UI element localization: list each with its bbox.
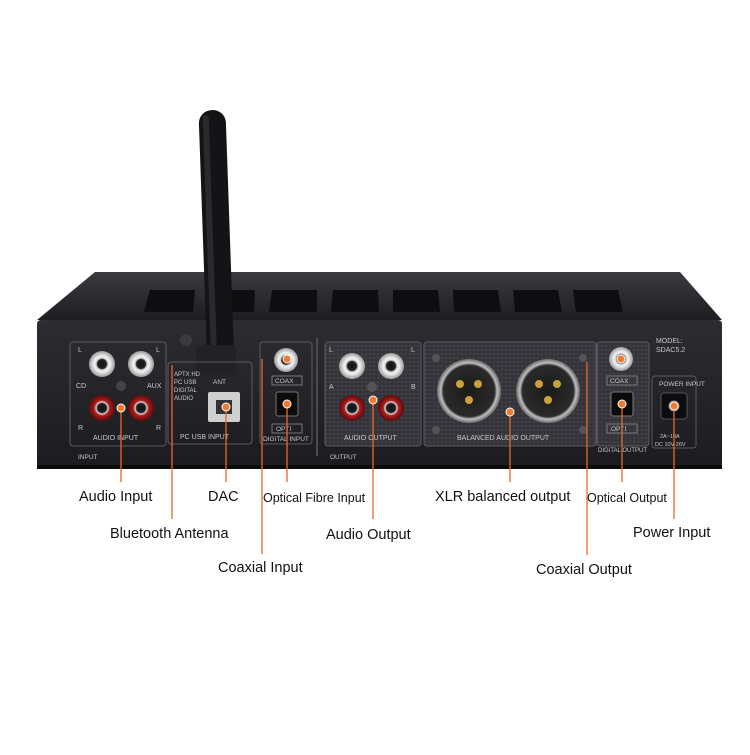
jack-l-label: L xyxy=(78,347,82,354)
balanced-output-panel-label: BALANCED AUDIO OUTPUT xyxy=(457,435,550,442)
out-a-label: A xyxy=(329,384,334,391)
callout-dac: DAC xyxy=(208,489,239,505)
ant-label: ANT xyxy=(213,379,226,386)
balanced-output-section: BALANCED AUDIO OUTPUT xyxy=(423,341,597,447)
coax-input-label: COAX xyxy=(275,378,294,385)
audio-input-section: L L CD AUX R R AUDIO INPUT INPUT xyxy=(69,341,167,461)
callout-markers xyxy=(116,354,679,417)
model-label: MODEL: xyxy=(656,338,683,345)
audio-output-panel-label: AUDIO OUTPUT xyxy=(344,435,398,442)
power-input-panel-label: POWER INPUT xyxy=(659,381,705,388)
opti-input-label: OPTI xyxy=(276,426,291,433)
output-panel-label: OUTPUT xyxy=(330,454,357,461)
callout-bluetooth-antenna: Bluetooth Antenna xyxy=(110,526,229,542)
pc-usb-input-label: PC USB INPUT xyxy=(180,434,230,441)
callout-coaxial-output: Coaxial Output xyxy=(536,562,632,578)
audio-input-panel-label: AUDIO INPUT xyxy=(93,435,139,442)
callout-audio-output: Audio Output xyxy=(326,527,411,543)
opti-output-label: OPTI xyxy=(611,426,626,433)
aux-label: AUX xyxy=(147,383,162,390)
callout-xlr-balanced-output: XLR balanced output xyxy=(435,489,571,505)
callout-optical-output: Optical Output xyxy=(587,491,667,505)
usb-spec-line: DIGITAL xyxy=(174,388,198,394)
bluetooth-antenna xyxy=(180,110,236,375)
usb-spec-line: AUDIO xyxy=(174,396,193,402)
out-l-label: L xyxy=(411,347,415,354)
callout-audio-input: Audio Input xyxy=(79,489,153,505)
digital-input-label: DIGITAL INPUT xyxy=(263,436,309,443)
model-number: SDAC5.2 xyxy=(656,347,685,354)
audio-output-section: L L A B AUDIO OUTPUT OUTPUT xyxy=(324,341,422,461)
digital-output-section: COAX OPTI DIGITAL OUTPUT xyxy=(596,341,650,454)
callout-optical-fibre-input: Optical Fibre Input xyxy=(263,491,366,505)
jack-r-label: R xyxy=(78,425,83,432)
power-spec-line: 2A~10A xyxy=(660,434,680,440)
cd-label: CD xyxy=(76,383,86,390)
digital-output-label: DIGITAL OUTPUT xyxy=(598,448,647,454)
power-spec-line: DC 10V-26V xyxy=(655,442,686,448)
usb-spec-line: PC USB xyxy=(174,380,196,386)
jack-r-label: R xyxy=(156,425,161,432)
input-panel-label: INPUT xyxy=(78,454,98,461)
out-b-label: B xyxy=(411,384,416,391)
jack-l-label: L xyxy=(156,347,160,354)
callout-power-input: Power Input xyxy=(633,525,711,541)
coax-output-label: COAX xyxy=(610,378,629,385)
callout-coaxial-input: Coaxial Input xyxy=(218,560,303,576)
leader-lines xyxy=(120,359,675,555)
out-l-label: L xyxy=(329,347,333,354)
usb-spec-line: APTX HD xyxy=(174,372,201,378)
